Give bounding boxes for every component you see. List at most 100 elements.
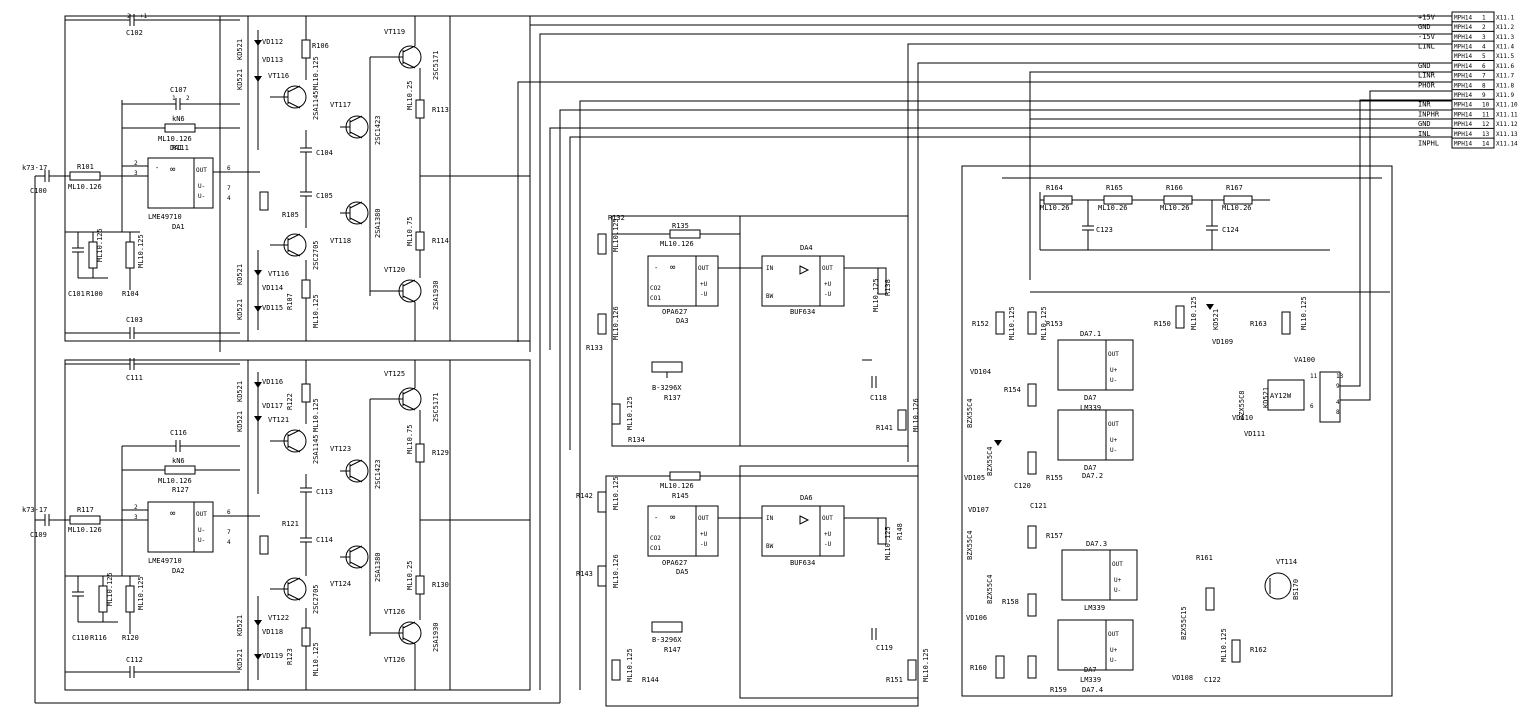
connector-ref-5: X11.5 [1496, 53, 1514, 60]
da74-type: LM339 [1080, 676, 1101, 684]
svg-text:+U: +U [824, 281, 832, 288]
vt114-type: BS170 [1292, 579, 1300, 600]
kd521-4: KD521 [236, 299, 244, 320]
connector-signal-6: GND [1418, 62, 1431, 70]
svg-text:1: 1 [172, 95, 176, 102]
connector-signal-2: GND [1418, 23, 1431, 31]
da3-label: DA3 [676, 317, 689, 325]
svg-text:4: 4 [227, 195, 231, 202]
r161-label: R161 [1196, 554, 1213, 562]
connector-ref-2: X11.2 [1496, 24, 1514, 31]
c112-label: C112 [126, 656, 143, 664]
da4-in: IN [766, 265, 774, 272]
connector-ref-10: X11.10 [1496, 102, 1518, 109]
c110-label: C110 [72, 634, 89, 642]
svg-text:7: 7 [227, 185, 231, 192]
c109-type: k73-17 [22, 506, 47, 514]
r117-label: R117 [77, 506, 94, 514]
vd112-label: VD112 [262, 38, 283, 46]
kd521-6: KD521 [236, 411, 244, 432]
c123-label: C123 [1096, 226, 1113, 234]
r147-label: R147 [664, 646, 681, 654]
vt120-type: 2SA1930 [432, 280, 440, 310]
connector-signal-1: +15V [1418, 13, 1436, 21]
vt114-label: VT114 [1276, 558, 1297, 566]
bzx-1: BZX55C4 [966, 398, 974, 428]
r117-type: ML10.126 [68, 526, 102, 534]
vt116b-label: VT116 [268, 270, 289, 278]
svg-text:2: 2 [134, 160, 138, 167]
svg-text:U-: U- [198, 537, 205, 544]
connector-pin-1: 1 [1482, 14, 1486, 21]
r121-label: R121 [282, 520, 299, 528]
vd116-label: VD116 [262, 378, 283, 386]
r141-label: R141 [876, 424, 893, 432]
svg-text:8: 8 [1336, 409, 1340, 416]
r106-type: ML10.125 [312, 56, 320, 90]
bzx8-label: BZX55C8 [1238, 390, 1246, 420]
protection-block: R164 R165 R166 R167 ML10.26 ML10.26 ML10… [961, 165, 1393, 697]
da6-label: DA6 [800, 494, 813, 502]
r101-label: R101 [77, 163, 94, 171]
c111-label: C111 [126, 374, 143, 382]
r141-type: ML10.126 [912, 398, 920, 432]
svg-text:∞: ∞ [170, 165, 176, 175]
r147-type: B-3296X [652, 636, 682, 644]
kd521-7: KD521 [236, 615, 244, 636]
da71-label: DA7.1 [1080, 330, 1101, 338]
da2-opamp [147, 501, 214, 553]
svg-text:+U: +U [824, 531, 832, 538]
bzx-4: BZX55C4 [986, 574, 994, 604]
vd108-label: VD108 [1172, 674, 1193, 682]
svg-text:U-: U- [1110, 657, 1117, 664]
vt124-label: VT124 [330, 580, 351, 588]
svg-text:U-: U- [198, 193, 205, 200]
da73-label: DA7.3 [1086, 540, 1107, 548]
connector-ref-12: X11.12 [1496, 121, 1518, 128]
connector-part-10: MPH14 [1454, 102, 1472, 109]
connector-pin-5: 5 [1482, 53, 1486, 60]
da74-out: OUT [1108, 631, 1119, 638]
da4-bw: BW [766, 293, 774, 300]
c100-label: C100 [30, 187, 47, 195]
da71-type: LM339 [1080, 404, 1101, 412]
connector-pin-12: 12 [1482, 121, 1490, 128]
r145-label: R145 [672, 492, 689, 500]
connector-signal-3: -15V [1418, 33, 1436, 41]
connector-part-12: MPH14 [1454, 121, 1472, 128]
vt119-type: 2SC5171 [432, 50, 440, 80]
r138-type: ML10.125 [872, 278, 880, 312]
svg-text:-U: -U [700, 291, 708, 298]
da3-opamp [647, 255, 719, 307]
da71-out: OUT [1108, 351, 1119, 358]
connector-pin-6: 6 [1482, 63, 1486, 70]
connector-pin-14: 14 [1482, 140, 1490, 147]
r130-label: R130 [432, 581, 449, 589]
vt116-label: VT116 [268, 72, 289, 80]
svg-text:2: 2 [127, 13, 131, 20]
connector-ref-7: X11.7 [1496, 73, 1514, 80]
svg-text:7: 7 [227, 529, 231, 536]
svg-text:+U: +U [700, 531, 708, 538]
r165-label: R165 [1106, 184, 1123, 192]
vt121-type: 2SA1145 [312, 434, 320, 464]
connector-pin-13: 13 [1482, 131, 1490, 138]
svg-text:9: 9 [1336, 383, 1340, 390]
da6-buffer [761, 505, 845, 557]
c100-type: k73-17 [22, 164, 47, 172]
r101-resistor [69, 171, 101, 181]
da74-comparator [1057, 619, 1134, 671]
da1-out: OUT [196, 167, 207, 174]
svg-text:U-: U- [1114, 587, 1121, 594]
c101-label: C101 [68, 290, 85, 298]
svg-text:∞: ∞ [170, 509, 176, 519]
vt126-label: VT126 [384, 608, 405, 616]
r107-type: ML10.125 [312, 294, 320, 328]
connector-ref-1: X11.1 [1496, 14, 1514, 21]
svg-text:+U: +U [700, 281, 708, 288]
kd521-1: KD521 [236, 39, 244, 60]
bzx-2: BZX55C4 [986, 446, 994, 476]
r122-label: R122 [286, 393, 294, 410]
connector-pin-9: 9 [1482, 92, 1486, 99]
bzx15-label: BZX55C15 [1180, 606, 1188, 640]
